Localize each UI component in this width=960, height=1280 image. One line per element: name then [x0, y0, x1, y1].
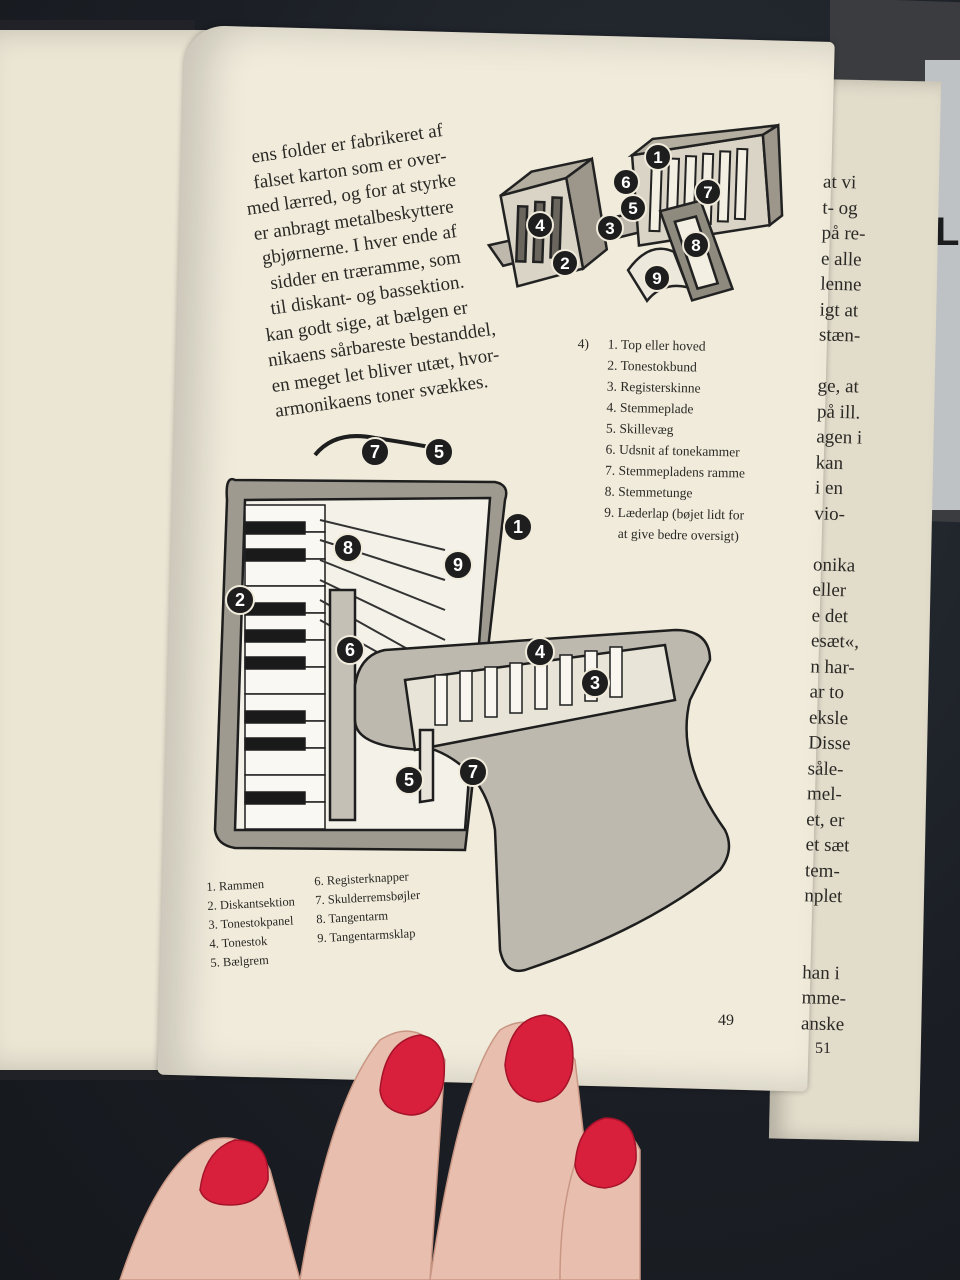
black-key	[244, 710, 306, 724]
black-key	[244, 521, 306, 535]
piano-keyboard	[244, 504, 326, 830]
top-callout-label: 2	[560, 254, 569, 273]
main-callout-label: 5	[434, 442, 444, 462]
background-book-title: L.	[935, 210, 960, 254]
accordion-illustration: 1 2 3 4 5 5 6 7 7 8 9	[213, 434, 731, 973]
main-callout-markers	[225, 437, 610, 795]
black-key	[244, 791, 306, 805]
main-callout-label: 7	[468, 762, 478, 782]
main-callout-label: 9	[453, 555, 463, 575]
black-key	[244, 548, 306, 562]
main-callout-label: 4	[535, 642, 545, 662]
main-callout-label: 8	[343, 538, 353, 558]
main-callout-label: 3	[590, 673, 600, 693]
main-callout-label: 5	[404, 770, 414, 790]
top-callout-label: 5	[628, 199, 637, 218]
black-key	[244, 629, 306, 643]
top-callout-label: 1	[653, 148, 662, 167]
top-callout-label: 9	[652, 269, 661, 288]
main-callout-label: 1	[513, 517, 523, 537]
main-callout-label: 7	[370, 442, 380, 462]
top-callout-markers	[526, 143, 722, 292]
top-callout-label: 3	[605, 219, 614, 238]
main-callout-label: 6	[345, 640, 355, 660]
top-callout-label: 7	[703, 183, 712, 202]
main-callout-label: 2	[235, 590, 245, 610]
red-nails	[199, 1014, 637, 1206]
top-callout-label: 6	[621, 173, 630, 192]
reed-block-illustration: 1 2 3 4 5 6 7 8 9	[486, 123, 784, 303]
next-page-number: 51	[815, 1040, 831, 1057]
black-key	[244, 656, 306, 670]
top-callout-label: 4	[535, 216, 545, 235]
white-key	[244, 801, 326, 830]
page-number: 49	[718, 1012, 734, 1029]
black-key	[244, 737, 306, 751]
top-callout-label: 8	[691, 236, 700, 255]
